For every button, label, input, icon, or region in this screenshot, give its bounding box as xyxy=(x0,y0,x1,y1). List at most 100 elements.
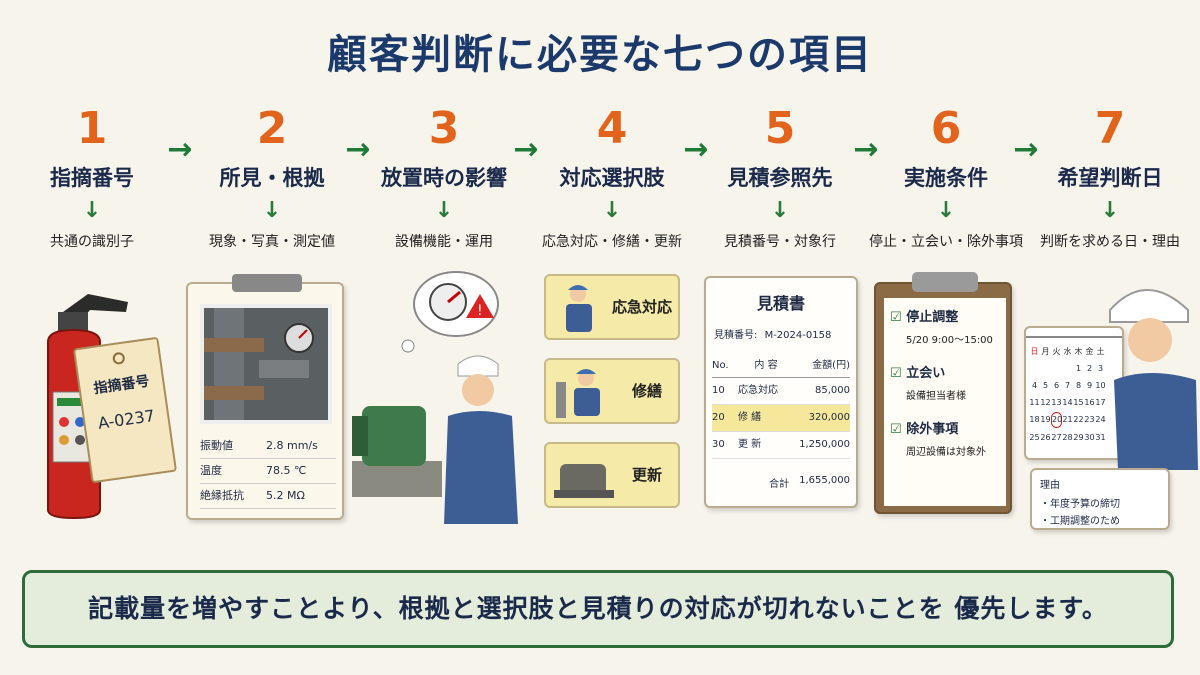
calendar-day: 19 xyxy=(1040,415,1051,424)
wrench-worker-icon xyxy=(556,369,600,418)
total-label: 合計 xyxy=(769,479,790,490)
down-arrow-icon: ↓ xyxy=(602,198,622,223)
right-arrow-icon: → xyxy=(513,132,539,167)
down-arrow-icon: ↓ xyxy=(262,198,282,223)
worker-illustration xyxy=(1100,270,1198,470)
estimate-number-label: 見積番号: xyxy=(714,330,758,341)
step-number: 6 xyxy=(930,103,962,154)
calendar-day: 27 xyxy=(1051,433,1062,442)
calendar-day: 29 xyxy=(1073,433,1084,442)
calendar-day: 8 xyxy=(1075,381,1082,390)
right-arrow-icon: → xyxy=(345,132,371,167)
step-3: 3 放置時の影響 ↓ 設備機能・運用 xyxy=(364,104,524,252)
measure-label: 絶縁抵抗 xyxy=(200,489,244,502)
row-item: 更 新 xyxy=(738,439,762,450)
calendar-day: 26 xyxy=(1040,433,1051,442)
check-icon: ☑ xyxy=(890,310,902,325)
step-number: 5 xyxy=(764,103,796,154)
weekday-label: 木 xyxy=(1074,347,1083,356)
step-sub: 共通の識別子 xyxy=(50,234,134,250)
calendar-day: 5 xyxy=(1042,381,1049,390)
option-label: 修繕 xyxy=(631,382,662,400)
pipe-photo-icon xyxy=(204,308,314,420)
table-row: 30 更 新 1,250,000 xyxy=(712,432,850,459)
step-sub: 見積番号・対象行 xyxy=(724,234,836,250)
calendar-day: 14 xyxy=(1062,398,1073,407)
calendar-day: 13 xyxy=(1051,398,1062,407)
row-no: 20 xyxy=(712,412,725,423)
calendar-day: 21 xyxy=(1062,415,1073,424)
worker-emergency-icon xyxy=(566,285,592,332)
conditions-sheet: ☑ 停止調整 5/20 9:00〜15:00 ☑ 立会い 設備担当者様 ☑ 除外… xyxy=(884,298,1006,506)
calendar-day: 22 xyxy=(1073,415,1084,424)
steps-row: 1 指摘番号 ↓ 共通の識別子 → 2 所見・根拠 ↓ 現象・写真・測定値 → … xyxy=(0,104,1200,264)
measure-value: 2.8 mm/s xyxy=(266,439,318,452)
worker-motor-icon: ! xyxy=(352,271,518,524)
step-sub: 判断を求める日・理由 xyxy=(1040,234,1180,250)
step-label: 対応選択肢 xyxy=(559,166,665,190)
calendar-day: 3 xyxy=(1097,364,1104,373)
down-arrow-icon: ↓ xyxy=(434,198,454,223)
weekday-label: 土 xyxy=(1096,347,1105,356)
reason-item: ・年度予算の締切 xyxy=(1040,499,1120,510)
calendar-day: 16 xyxy=(1084,398,1095,407)
condition-item: ☑ 立会い xyxy=(890,362,1000,381)
condition-title: 除外事項 xyxy=(906,422,959,437)
clip-icon xyxy=(232,274,302,292)
row-amount: 320,000 xyxy=(808,412,850,423)
row-amount: 85,000 xyxy=(815,385,850,396)
condition-item: ☑ 除外事項 xyxy=(890,418,1000,437)
measure-value: 5.2 MΩ xyxy=(266,489,305,502)
option-label: 応急対応 xyxy=(611,298,672,316)
option-repair: 修繕 xyxy=(544,358,680,424)
down-arrow-icon: ↓ xyxy=(936,198,956,223)
right-arrow-icon: → xyxy=(853,132,879,167)
condition-title: 立会い xyxy=(906,366,946,381)
condition-detail: 5/20 9:00〜15:00 xyxy=(906,335,993,346)
calendar-day: 31 xyxy=(1095,433,1106,442)
step-label: 実施条件 xyxy=(904,166,988,190)
step-5: 5 見積参照先 ↓ 見積番号・対象行 xyxy=(700,104,860,252)
step-number: 4 xyxy=(596,103,628,154)
estimate-document: 見積書 見積番号: M-2024-0158 No. 内 容 金額(円) 10 応… xyxy=(704,276,858,508)
check-icon: ☑ xyxy=(890,422,902,437)
calendar-day: 1 xyxy=(1075,364,1082,373)
weekday-label: 水 xyxy=(1063,347,1072,356)
calendar-day: 28 xyxy=(1062,433,1073,442)
reason-title: 理由 xyxy=(1040,480,1060,491)
estimate-number: 見積番号: M-2024-0158 xyxy=(714,326,856,341)
option-emergency: 応急対応 xyxy=(544,274,680,340)
calendar-day: 24 xyxy=(1095,415,1106,424)
right-arrow-icon: → xyxy=(1013,132,1039,167)
step-number: 3 xyxy=(428,103,460,154)
col-header: No. xyxy=(712,360,729,371)
reason-item: ・工期調整のため xyxy=(1040,516,1120,527)
clip-icon xyxy=(912,272,978,292)
estimate-header: No. 内 容 金額(円) xyxy=(712,355,850,378)
estimate-title: 見積書 xyxy=(756,294,805,313)
right-arrow-icon: → xyxy=(683,132,709,167)
step-number: 2 xyxy=(256,103,288,154)
calendar-day: 11 xyxy=(1029,398,1040,407)
tag-hole-icon xyxy=(111,351,126,366)
weekday-label: 金 xyxy=(1085,347,1094,356)
table-row-highlighted: 20 修 繕 320,000 xyxy=(712,405,850,432)
option-label: 更新 xyxy=(631,466,662,484)
measure-row: 絶縁抵抗 5.2 MΩ xyxy=(200,484,336,509)
estimate-number-value: M-2024-0158 xyxy=(764,330,832,341)
step-label: 指摘番号 xyxy=(50,166,134,190)
check-icon: ☑ xyxy=(890,366,902,381)
down-arrow-icon: ↓ xyxy=(82,198,102,223)
motor-icon xyxy=(554,464,614,498)
row-no: 10 xyxy=(712,385,725,396)
col-header: 内 容 xyxy=(754,360,778,371)
row-amount: 1,250,000 xyxy=(799,439,850,450)
estimate-total: 合計 1,655,000 xyxy=(712,475,850,490)
option-replace: 更新 xyxy=(544,442,680,508)
weekday-label: 日 xyxy=(1030,347,1039,356)
tag-code: A-0237 xyxy=(96,406,156,433)
step-2: 2 所見・根拠 ↓ 現象・写真・測定値 xyxy=(192,104,352,252)
